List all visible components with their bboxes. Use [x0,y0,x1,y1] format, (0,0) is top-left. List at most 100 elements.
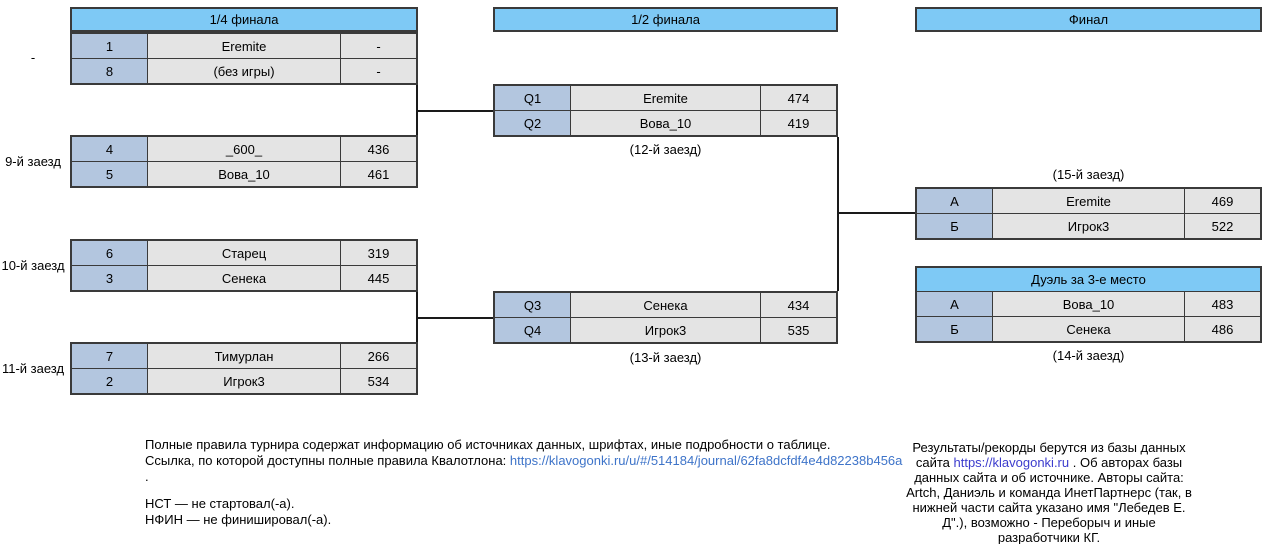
table-row: Q3 Сенека 434 [495,293,836,317]
qf4-match-table: 7 Тимурлан 266 2 Игрок3 534 [70,342,418,395]
player-seed: Б [917,214,993,238]
table-row: 2 Игрок3 534 [72,368,416,393]
bracket-connector-line [417,110,493,112]
table-row: Б Сенека 486 [917,316,1260,341]
qf3-race-label: 10-й заезд [1,258,65,273]
player-name: Тимурлан [148,344,341,368]
table-row: 7 Тимурлан 266 [72,344,416,368]
player-seed: Q1 [495,86,571,110]
player-score: 535 [761,318,836,342]
bracket-connector-line [838,212,915,214]
final-header: Финал [915,7,1262,32]
final-race-caption: (15-й заезд) [1052,167,1125,182]
player-score: - [341,59,416,83]
abbr-line1: НСТ — не стартовал(-а). [145,496,295,511]
duel-match-table: Дуэль за 3-е место А Вова_10 483 Б Сенек… [915,266,1262,343]
player-score: 483 [1185,292,1260,316]
table-row: Б Игрок3 522 [917,213,1260,238]
table-row: А Вова_10 483 [917,291,1260,316]
player-score: 486 [1185,317,1260,341]
player-score: 469 [1185,189,1260,213]
player-name: Игрок3 [571,318,761,342]
player-score: 436 [341,137,416,161]
table-row: 4 _600_ 436 [72,137,416,161]
player-name: Старец [148,241,341,265]
duel-header: Дуэль за 3-е место [917,268,1260,291]
player-seed: 6 [72,241,148,265]
table-row: 3 Сенека 445 [72,265,416,290]
player-seed: 1 [72,34,148,58]
rules-line2-suffix: . [145,469,149,484]
player-name: Вова_10 [993,292,1185,316]
abbreviations-note: НСТ — не стартовал(-а). НФИН — не финиши… [145,496,545,528]
player-seed: Q2 [495,111,571,135]
player-seed: 8 [72,59,148,83]
table-row: Q1 Eremite 474 [495,86,836,110]
abbr-line2: НФИН — не финишировал(-а). [145,512,332,527]
credits-suffix: . Об авторах базы данных сайта и об исто… [906,455,1192,544]
player-score: 419 [761,111,836,135]
semifinal-header: 1/2 финала [493,7,838,32]
player-name: Игрок3 [148,369,341,393]
sf2-match-table: Q3 Сенека 434 Q4 Игрок3 535 [493,291,838,344]
player-seed: 5 [72,162,148,186]
duel-race-caption: (14-й заезд) [1052,348,1125,363]
credits-prefix: Результаты/рекорды берутся из базы данны… [912,440,1186,470]
rules-line2: Ссылка, по которой доступны полные прави… [145,453,905,485]
player-seed: 2 [72,369,148,393]
bracket-connector-line [417,317,493,319]
qf3-match-table: 6 Старец 319 3 Сенека 445 [70,239,418,292]
player-seed: 7 [72,344,148,368]
qf1-match-table: 1 Eremite - 8 (без игры) - [70,32,418,85]
player-name: Сенека [148,266,341,290]
final-match-table: А Eremite 469 Б Игрок3 522 [915,187,1262,240]
player-name: Сенека [993,317,1185,341]
player-name: _600_ [148,137,341,161]
rules-line1: Полные правила турнира содержат информац… [145,437,831,452]
player-score: 474 [761,86,836,110]
credits-note: Результаты/рекорды берутся из базы данны… [903,440,1195,544]
qf4-race-label: 11-й заезд [1,361,65,376]
player-seed: Q3 [495,293,571,317]
player-score: 461 [341,162,416,186]
table-row: 8 (без игры) - [72,58,416,83]
table-row: 5 Вова_10 461 [72,161,416,186]
qf2-race-label: 9-й заезд [5,154,61,169]
player-name: Eremite [571,86,761,110]
table-row: 1 Eremite - [72,34,416,58]
bracket-connector-line [837,137,839,291]
player-score: 445 [341,266,416,290]
sf1-race-caption: (12-й заезд) [629,142,702,157]
rules-link[interactable]: https://klavogonki.ru/u/#/514184/journal… [509,453,903,468]
player-name: Сенека [571,293,761,317]
credits-link[interactable]: https://klavogonki.ru [953,455,1070,470]
table-row: Q4 Игрок3 535 [495,317,836,342]
player-score: 266 [341,344,416,368]
player-seed: Б [917,317,993,341]
player-name: (без игры) [148,59,341,83]
player-score: 434 [761,293,836,317]
qf1-race-label: - [30,50,36,65]
sf2-race-caption: (13-й заезд) [629,350,702,365]
table-row: А Eremite 469 [917,189,1260,213]
sf1-match-table: Q1 Eremite 474 Q2 Вова_10 419 [493,84,838,137]
player-name: Вова_10 [148,162,341,186]
table-row: 6 Старец 319 [72,241,416,265]
table-row: Q2 Вова_10 419 [495,110,836,135]
player-seed: Q4 [495,318,571,342]
player-seed: А [917,292,993,316]
player-name: Игрок3 [993,214,1185,238]
rules-note: Полные правила турнира содержат информац… [145,437,905,485]
player-seed: 4 [72,137,148,161]
rules-line2-prefix: Ссылка, по которой доступны полные прави… [145,453,510,468]
player-score: 534 [341,369,416,393]
player-score: 319 [341,241,416,265]
player-name: Вова_10 [571,111,761,135]
quarterfinal-header: 1/4 финала [70,7,418,32]
player-score: - [341,34,416,58]
player-seed: 3 [72,266,148,290]
player-name: Eremite [148,34,341,58]
player-score: 522 [1185,214,1260,238]
qf2-match-table: 4 _600_ 436 5 Вова_10 461 [70,135,418,188]
